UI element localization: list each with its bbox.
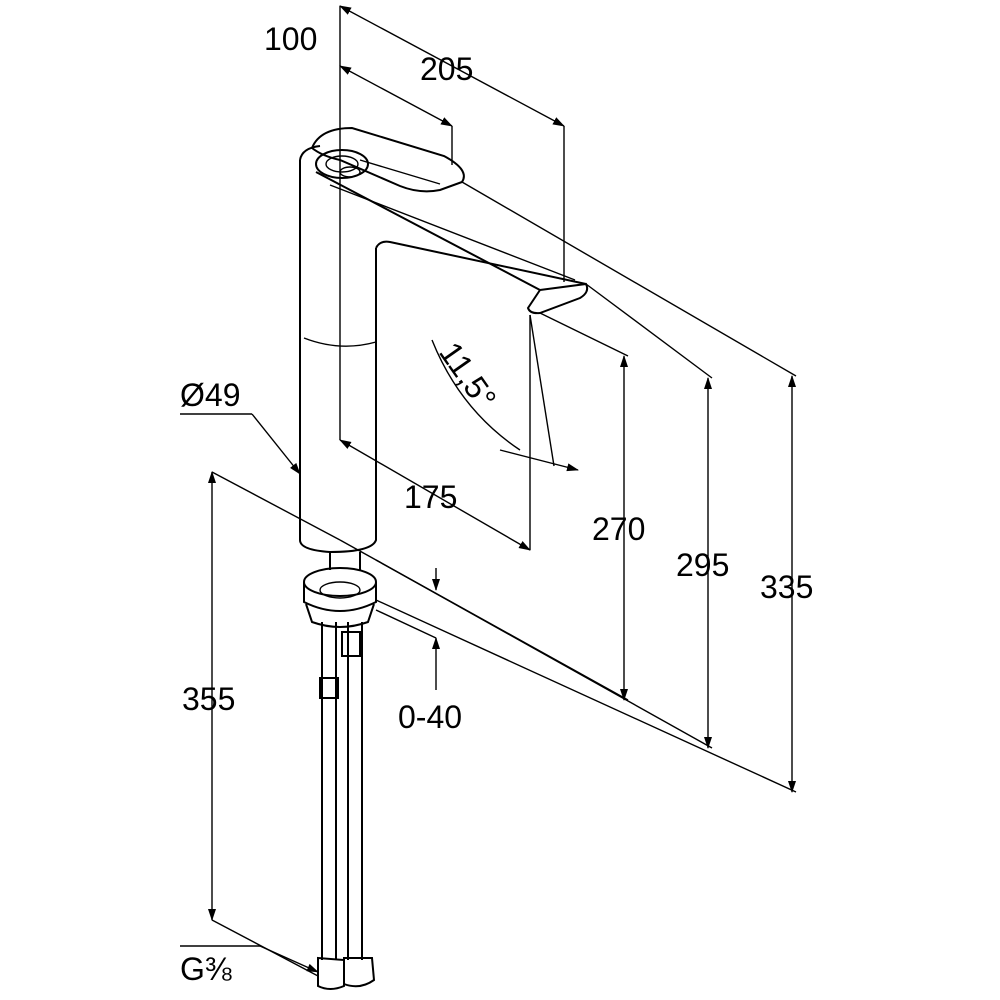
lever-handle xyxy=(310,126,465,193)
dim-295-label: 295 xyxy=(676,547,729,583)
dim-355-label: 355 xyxy=(182,681,235,717)
dim-335-label: 335 xyxy=(760,569,813,605)
supply-hoses xyxy=(317,622,376,990)
dim-0-40-label: 0-40 xyxy=(398,699,462,735)
dim-diameter-label: Ø49 xyxy=(180,377,240,413)
dim-270-label: 270 xyxy=(592,511,645,547)
mounting-assembly xyxy=(303,552,377,628)
dim-angle-label: 11,5° xyxy=(432,335,503,415)
dimension-labels: 100 205 175 11,5° Ø49 270 295 335 355 0-… xyxy=(180,21,813,987)
dimension-lines xyxy=(180,5,797,977)
dim-thread-label: G⅜ xyxy=(180,951,232,987)
dim-175-label: 175 xyxy=(404,479,457,515)
dim-205-label: 205 xyxy=(420,51,473,87)
dim-100-label: 100 xyxy=(264,21,317,57)
